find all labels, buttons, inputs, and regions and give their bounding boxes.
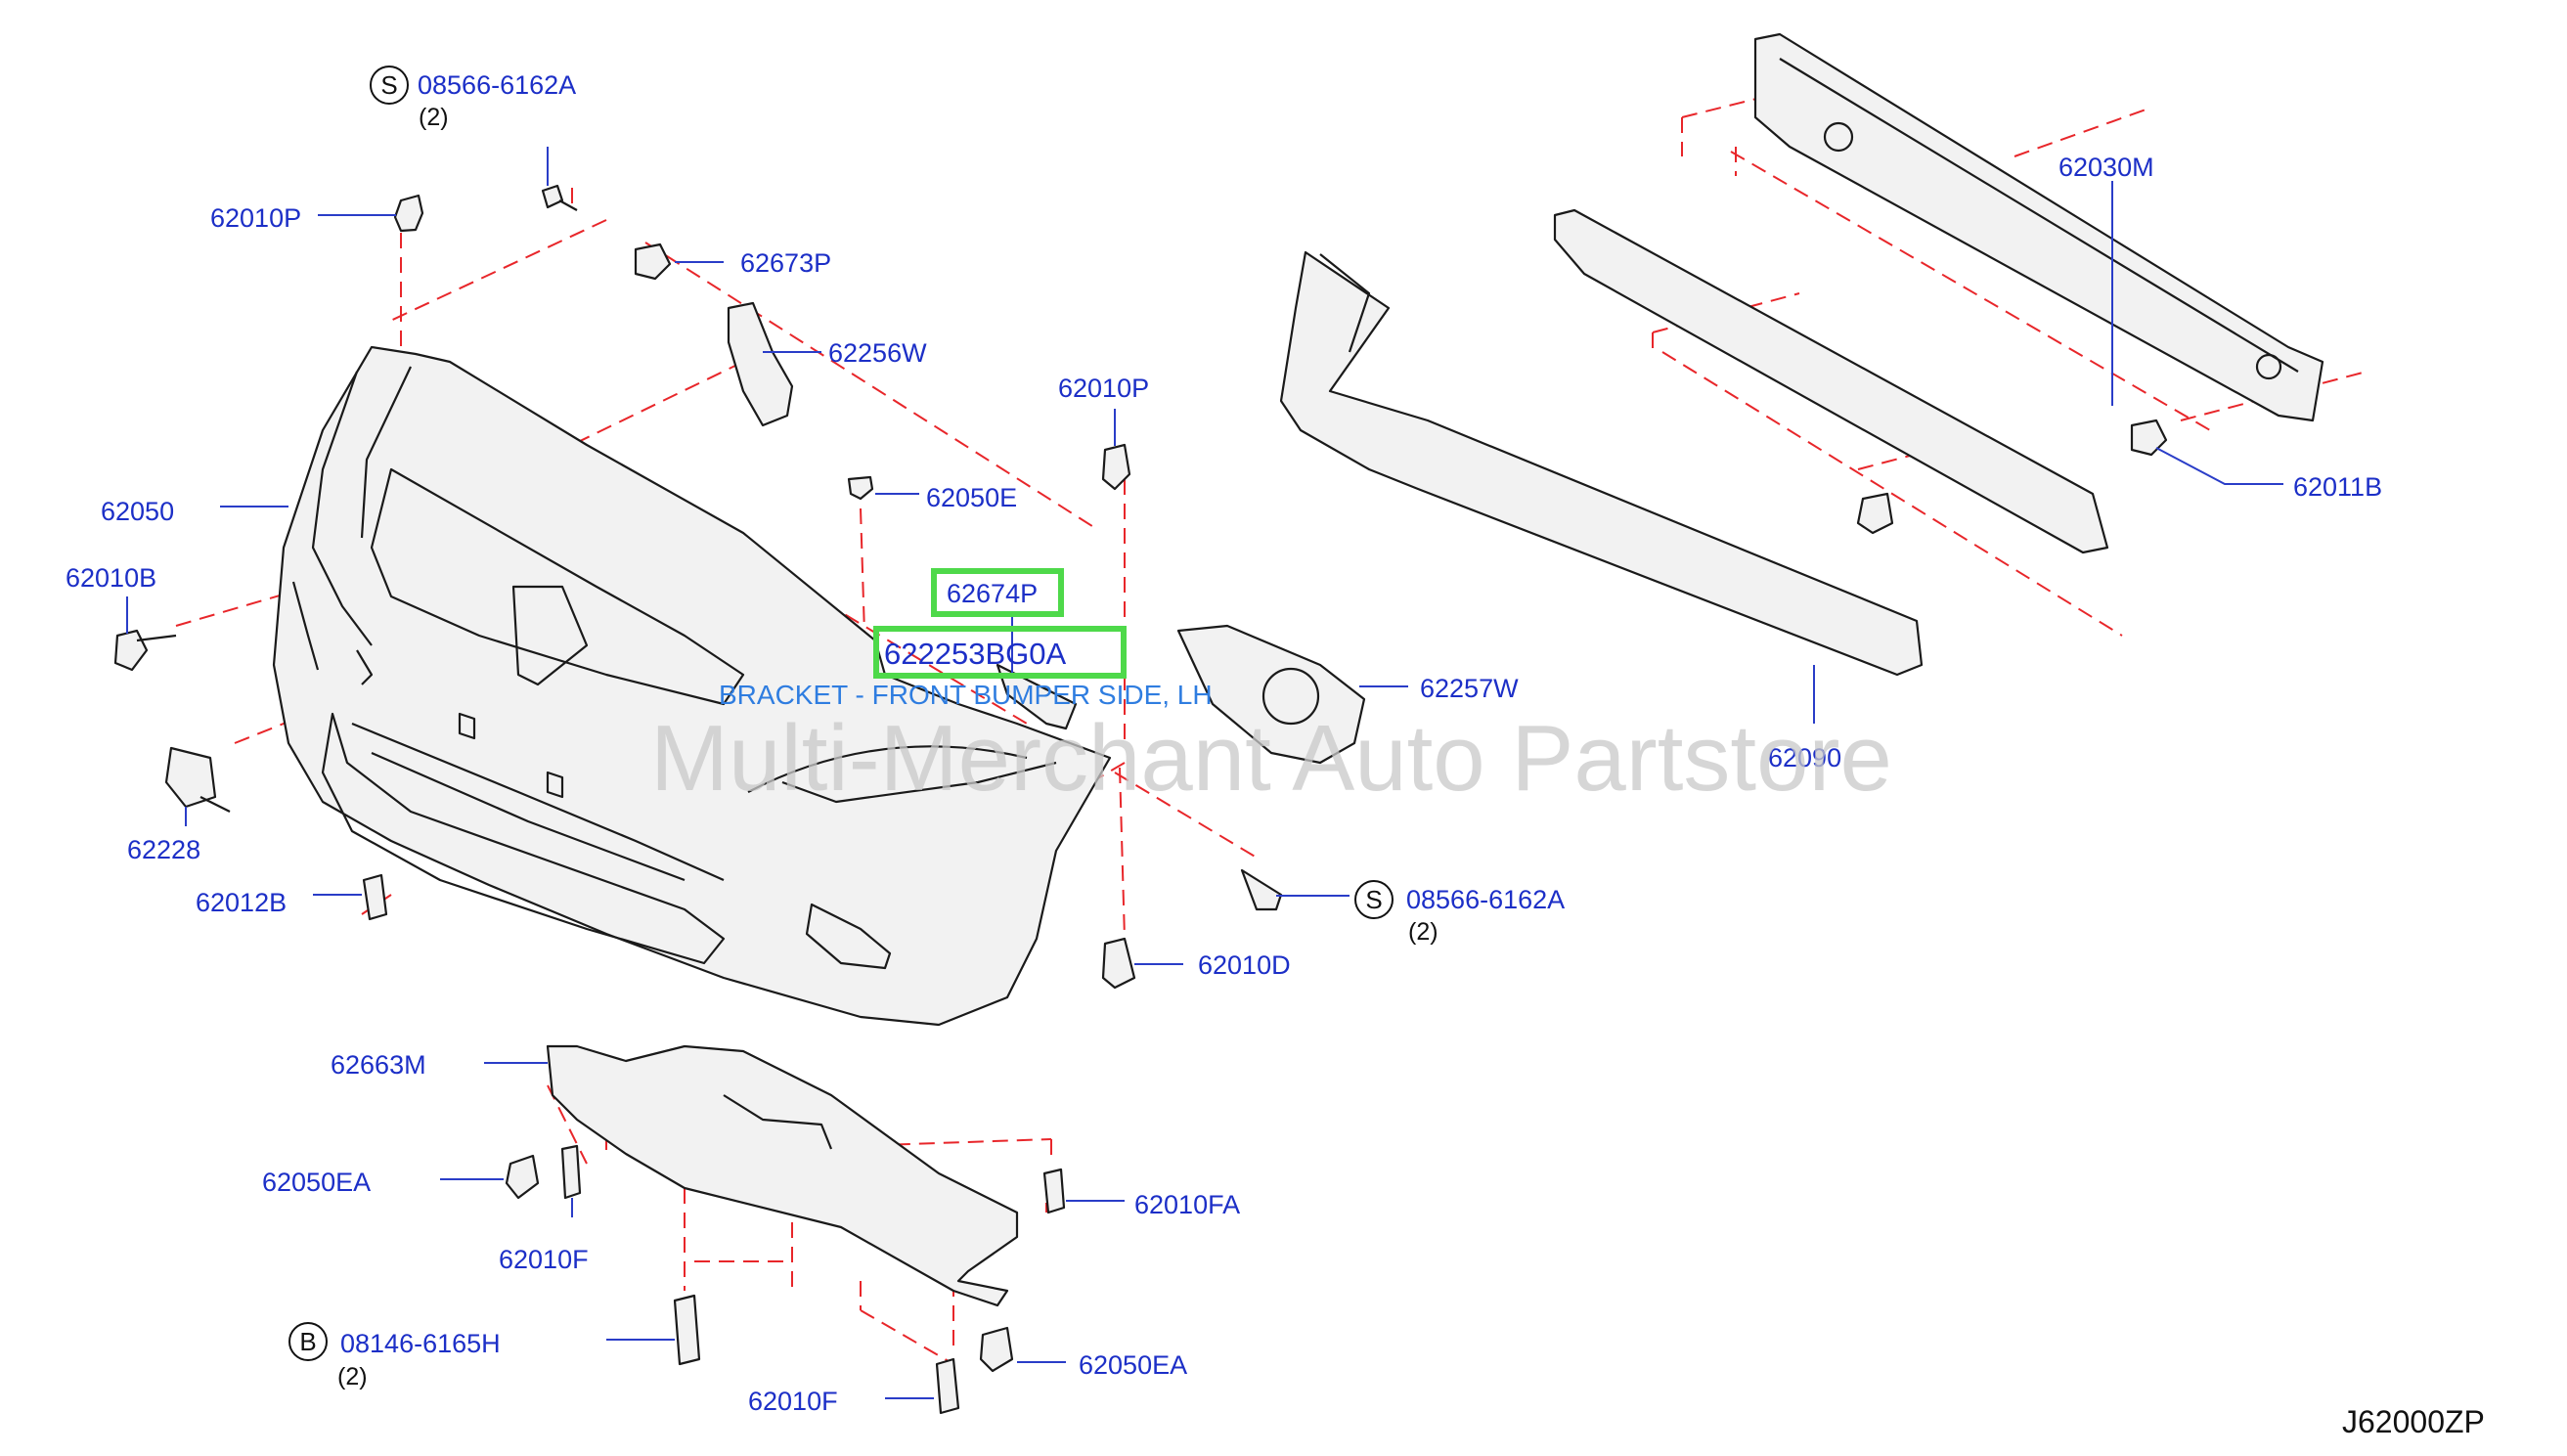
part-label-62674P[interactable]: 62674P	[947, 579, 1038, 608]
clip-62673P	[634, 243, 672, 281]
absorber-62090	[1279, 250, 1924, 677]
qty-label-08566-top: (2)	[419, 104, 449, 131]
part-label-62050EA-left[interactable]: 62050EA	[262, 1168, 371, 1197]
part-label-62030M[interactable]: 62030M	[2058, 153, 2154, 182]
rivet-62050E	[847, 475, 874, 501]
part-label-62010F-right[interactable]: 62010F	[748, 1387, 838, 1416]
highlight-622253BG0A[interactable]: 622253BG0A	[873, 626, 1127, 679]
screw-08566-bottom	[1240, 868, 1283, 911]
badge-s-bottom: S	[1354, 880, 1394, 919]
part-label-62257W[interactable]: 62257W	[1420, 674, 1519, 703]
part-label-62010F-left[interactable]: 62010F	[499, 1245, 589, 1274]
badge-s-bottom-letter: S	[1365, 885, 1382, 914]
bolt-62010F-right	[935, 1357, 960, 1415]
undercover-62663M	[546, 1044, 1019, 1307]
part-label-62010P-top[interactable]: 62010P	[210, 203, 301, 233]
bolt-62010D	[1101, 937, 1136, 990]
fog-cover-62257W	[1176, 624, 1366, 765]
part-labels: 08566-6162A (2) 62010P 62673P 62256W 620…	[66, 70, 2382, 1416]
badge-s-top-letter: S	[380, 70, 397, 100]
bolt-08146	[673, 1294, 701, 1366]
highlight-62674P[interactable]: 62674P	[931, 568, 1064, 617]
diagram-code: J62000ZP	[2342, 1404, 2485, 1439]
nut-62011B-left	[1856, 492, 1894, 535]
highlighted-part-description: BRACKET - FRONT BUMPER SIDE, LH	[719, 680, 1213, 710]
watermark: Multi-Merchant Auto Partstore	[650, 706, 1892, 811]
part-label-62010FA[interactable]: 62010FA	[1134, 1190, 1240, 1219]
part-label-62090[interactable]: 62090	[1768, 743, 1841, 772]
badge-s-top: S	[370, 66, 409, 105]
sensor-62228	[164, 746, 231, 813]
part-label-62010B[interactable]: 62010B	[66, 563, 156, 593]
leader-lines	[126, 147, 2283, 1399]
bracket-62225-part	[996, 663, 1078, 730]
qty-label-08566-bottom: (2)	[1408, 918, 1438, 946]
part-label-62010P-mid[interactable]: 62010P	[1058, 374, 1149, 403]
reinforcement-62030M	[1753, 32, 2324, 422]
bolt-62010F-left	[560, 1144, 582, 1200]
part-label-62012B[interactable]: 62012B	[196, 888, 287, 917]
part-label-62673P[interactable]: 62673P	[740, 248, 831, 278]
clip-62012B	[362, 873, 388, 921]
part-label-62050E[interactable]: 62050E	[926, 483, 1017, 512]
rivet-62050EA-left	[505, 1154, 540, 1200]
part-label-08566-top[interactable]: 08566-6162A	[418, 70, 576, 100]
rivet-62050EA-right	[979, 1326, 1014, 1373]
clip-62010P-top	[393, 194, 424, 233]
bracket-62256W	[727, 301, 794, 427]
part-label-62050[interactable]: 62050	[101, 497, 174, 526]
bumper-cover-part	[272, 345, 1112, 1027]
badge-b-letter: B	[299, 1327, 316, 1356]
nut-62011B-right	[2130, 419, 2168, 457]
part-label-08146[interactable]: 08146-6165H	[340, 1329, 501, 1358]
part-label-62663M[interactable]: 62663M	[331, 1050, 426, 1080]
clip-62010P-mid	[1101, 443, 1131, 491]
bolt-62010B	[113, 629, 177, 672]
badge-b: B	[288, 1322, 328, 1361]
part-label-62256W[interactable]: 62256W	[828, 338, 927, 368]
part-label-08566-bottom[interactable]: 08566-6162A	[1406, 885, 1565, 914]
qty-label-08146: (2)	[337, 1363, 368, 1390]
part-label-62010D[interactable]: 62010D	[1198, 950, 1291, 980]
bolt-62010FA	[1042, 1168, 1066, 1214]
part-label-62228[interactable]: 62228	[127, 835, 200, 864]
part-label-62050EA-right[interactable]: 62050EA	[1079, 1350, 1187, 1380]
part-label-622253BG0A[interactable]: 622253BG0A	[884, 637, 1066, 671]
part-label-62011B[interactable]: 62011B	[2293, 472, 2382, 502]
screw-08566-top	[541, 184, 578, 211]
stay-62030M-lower	[1553, 208, 2109, 554]
